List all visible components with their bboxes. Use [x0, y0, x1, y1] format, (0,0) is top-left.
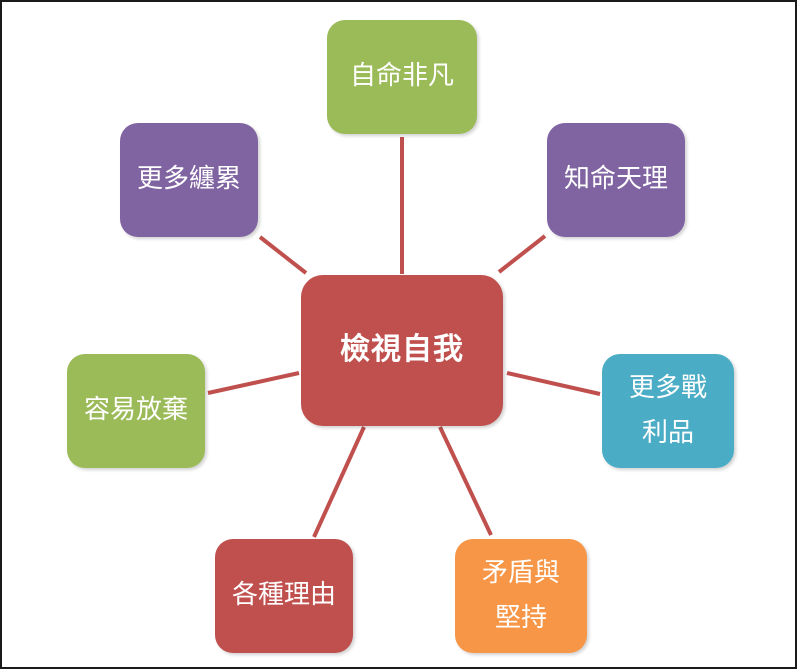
node-right: 更多戰 利品	[602, 354, 734, 468]
node-bottom-right: 矛盾與 堅持	[455, 539, 587, 653]
node-left-label: 容易放棄	[83, 395, 188, 426]
node-top-left: 更多纏累	[120, 123, 258, 237]
node-bottom-left-label: 各種理由	[231, 580, 336, 611]
node-top-left-label: 更多纏累	[136, 164, 241, 195]
connector-left	[207, 371, 300, 395]
connector-bottom-left	[312, 426, 366, 538]
center-label: 檢視自我	[340, 332, 464, 368]
connector-top-right	[497, 234, 547, 274]
node-bottom-left: 各種理由	[215, 539, 353, 653]
node-top-label: 自命非凡	[349, 61, 454, 92]
connector-top-left	[258, 235, 308, 275]
node-bottom-right-label-line2: 堅持	[494, 603, 547, 633]
connector-right	[506, 371, 601, 396]
node-right-label-line2: 利品	[641, 418, 694, 448]
center-node: 檢視自我	[301, 275, 503, 426]
connector-bottom-right	[438, 426, 493, 536]
node-left: 容易放棄	[67, 354, 205, 468]
node-bottom-right-label-line1: 矛盾與	[481, 557, 560, 588]
node-top-right-label: 知命天理	[563, 164, 668, 195]
node-top: 自命非凡	[327, 20, 477, 134]
node-right-label-line1: 更多戰	[628, 372, 707, 403]
node-top-right: 知命天理	[547, 123, 685, 237]
